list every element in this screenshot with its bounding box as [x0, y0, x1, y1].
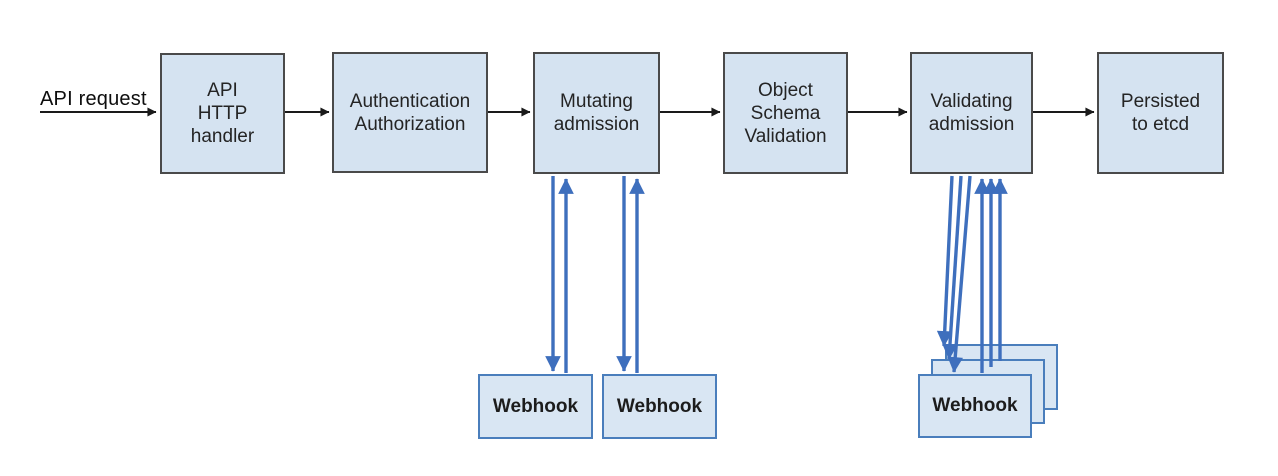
node-api-http-handler: API HTTP handler — [160, 53, 285, 174]
webhook-box-validating-front: Webhook — [918, 374, 1032, 438]
arrow-validating-down-2 — [942, 175, 963, 360]
webhook-box-mutating-1: Webhook — [478, 374, 593, 439]
api-request-label: API request — [40, 88, 147, 110]
node-validating-admission: Validating admission — [910, 52, 1033, 174]
webhook-box-mutating-2: Webhook — [602, 374, 717, 439]
arrow-validating-down-3 — [947, 175, 972, 373]
node-mutating-admission: Mutating admission — [533, 52, 660, 174]
node-persisted-to-etcd: Persisted to etcd — [1097, 52, 1224, 174]
node-authentication-authorization: Authentication Authorization — [332, 52, 488, 173]
node-object-schema-validation: Object Schema Validation — [723, 52, 848, 174]
arrow-validating-down-1 — [936, 175, 954, 347]
mutating-webhook-arrows — [545, 176, 645, 373]
